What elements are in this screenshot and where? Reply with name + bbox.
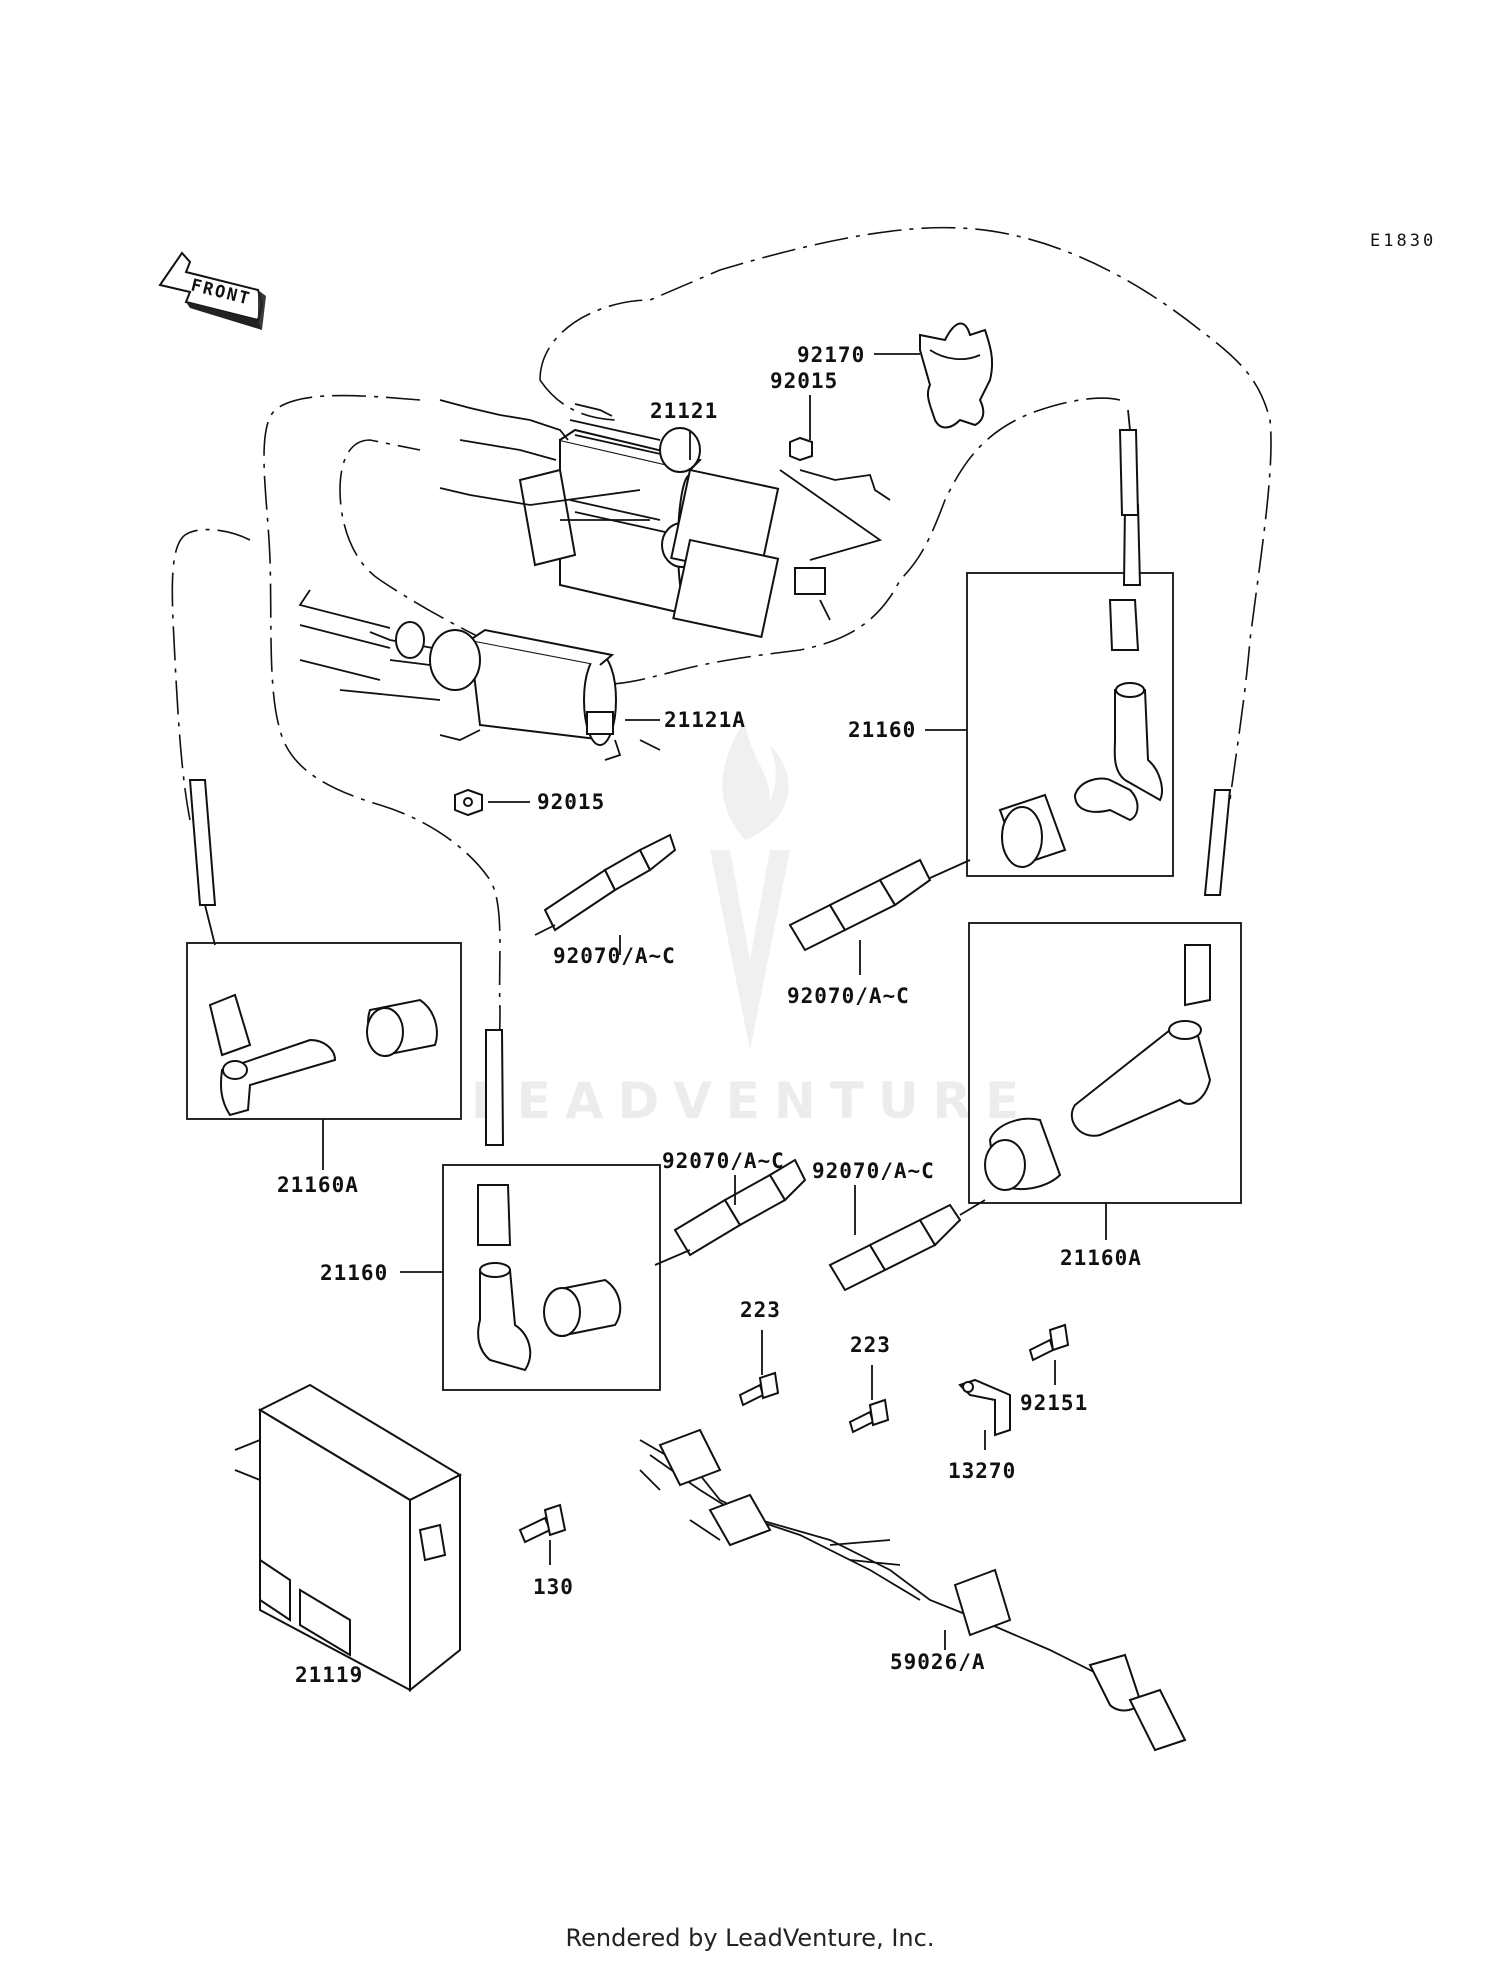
outline-left-group — [171, 528, 251, 821]
label-92070-c: 92070/A~C — [662, 1149, 785, 1173]
nut-92015-bottom — [454, 788, 483, 817]
outline-lower-coil-group — [263, 394, 501, 1081]
label-21160-right-top: 21160 — [848, 718, 916, 742]
outline-upper-coil-group — [539, 226, 1272, 801]
ignition-coil-upper — [439, 399, 891, 621]
label-92170: 92170 — [797, 343, 865, 367]
watermark: LEADVENTURE — [471, 720, 1033, 1130]
nut-92015-top — [789, 436, 813, 462]
part-labels: 92170 92015 21121 21121A 92015 21160 920… — [277, 343, 1142, 1687]
label-21160A-right: 21160A — [1060, 1246, 1142, 1270]
plug-cord-right-top — [1118, 409, 1140, 516]
label-21160A-left: 21160A — [277, 1173, 359, 1197]
label-21119: 21119 — [295, 1663, 363, 1687]
label-92015-bottom: 92015 — [537, 790, 605, 814]
label-21121: 21121 — [650, 399, 718, 423]
footer-text: Rendered by LeadVenture, Inc. — [566, 1924, 935, 1952]
label-21160-left-bottom: 21160 — [320, 1261, 388, 1285]
outline-upper-coil-inner — [339, 379, 1121, 685]
label-92070-b: 92070/A~C — [787, 984, 910, 1008]
leader-lines — [322, 353, 1107, 1650]
label-92015-top: 92015 — [770, 369, 838, 393]
plug-cap-21160-right-top — [966, 439, 1174, 877]
screw-92151 — [1028, 1323, 1070, 1362]
wire-harness-59026 — [639, 1428, 1187, 1752]
label-223-a: 223 — [740, 1298, 781, 1322]
label-92070-a: 92070/A~C — [553, 944, 676, 968]
bracket-13270 — [958, 1378, 1011, 1437]
igniter-unit-21119 — [234, 1383, 463, 1693]
front-arrow-icon: FRONT — [158, 251, 266, 330]
label-92070-d: 92070/A~C — [812, 1159, 935, 1183]
spark-plug-92070-a — [534, 833, 677, 936]
label-130: 130 — [533, 1575, 574, 1599]
clamp-92170 — [919, 322, 994, 429]
plug-cap-21160A-left — [186, 779, 462, 1120]
watermark-text: LEADVENTURE — [471, 1072, 1033, 1130]
spark-plug-92070-d — [828, 1199, 986, 1292]
spark-plug-92070-b — [788, 858, 971, 952]
screw-223-b — [848, 1398, 890, 1434]
plug-cap-21160-left-bottom — [442, 1029, 661, 1391]
spark-plug-92070-c — [654, 1158, 807, 1266]
label-92151: 92151 — [1020, 1391, 1088, 1415]
label-13270: 13270 — [948, 1459, 1016, 1483]
bolt-130 — [518, 1503, 567, 1544]
label-223-b: 223 — [850, 1333, 891, 1357]
plug-cap-21160A-right — [968, 789, 1242, 1204]
label-21121A: 21121A — [664, 708, 746, 732]
ignition-coil-lower — [298, 589, 661, 761]
upper-coil-leads — [569, 419, 883, 639]
diagram-code: E1830 — [1370, 231, 1436, 251]
label-59026: 59026/A — [890, 1650, 986, 1674]
screw-223-a — [738, 1371, 780, 1407]
